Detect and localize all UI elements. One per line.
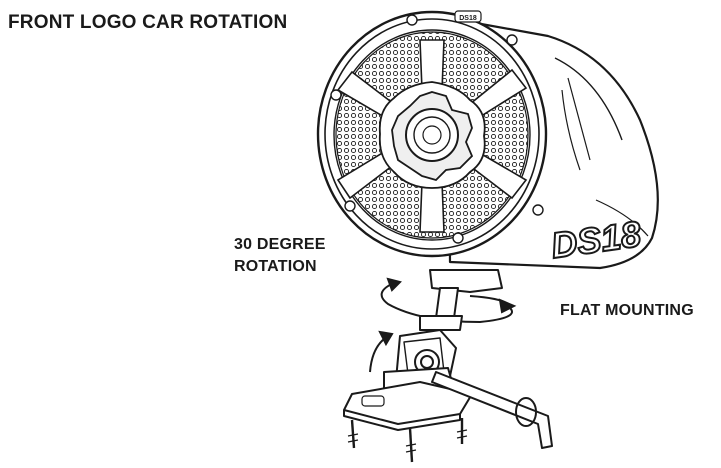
- hex-key-tool: [431, 371, 553, 449]
- flat-mounting-label: FLAT MOUNTING: [560, 302, 694, 319]
- rotation-label-line1: 30 DEGREE: [234, 236, 326, 253]
- swivel-mount: [343, 269, 503, 463]
- diagram-title: FRONT LOGO CAR ROTATION: [8, 12, 288, 33]
- rotation-label-line2: ROTATION: [234, 258, 317, 275]
- svg-text:DS18: DS18: [459, 15, 477, 22]
- tilt-arrow: [369, 330, 394, 373]
- speaker-grille: DS18: [316, 10, 548, 258]
